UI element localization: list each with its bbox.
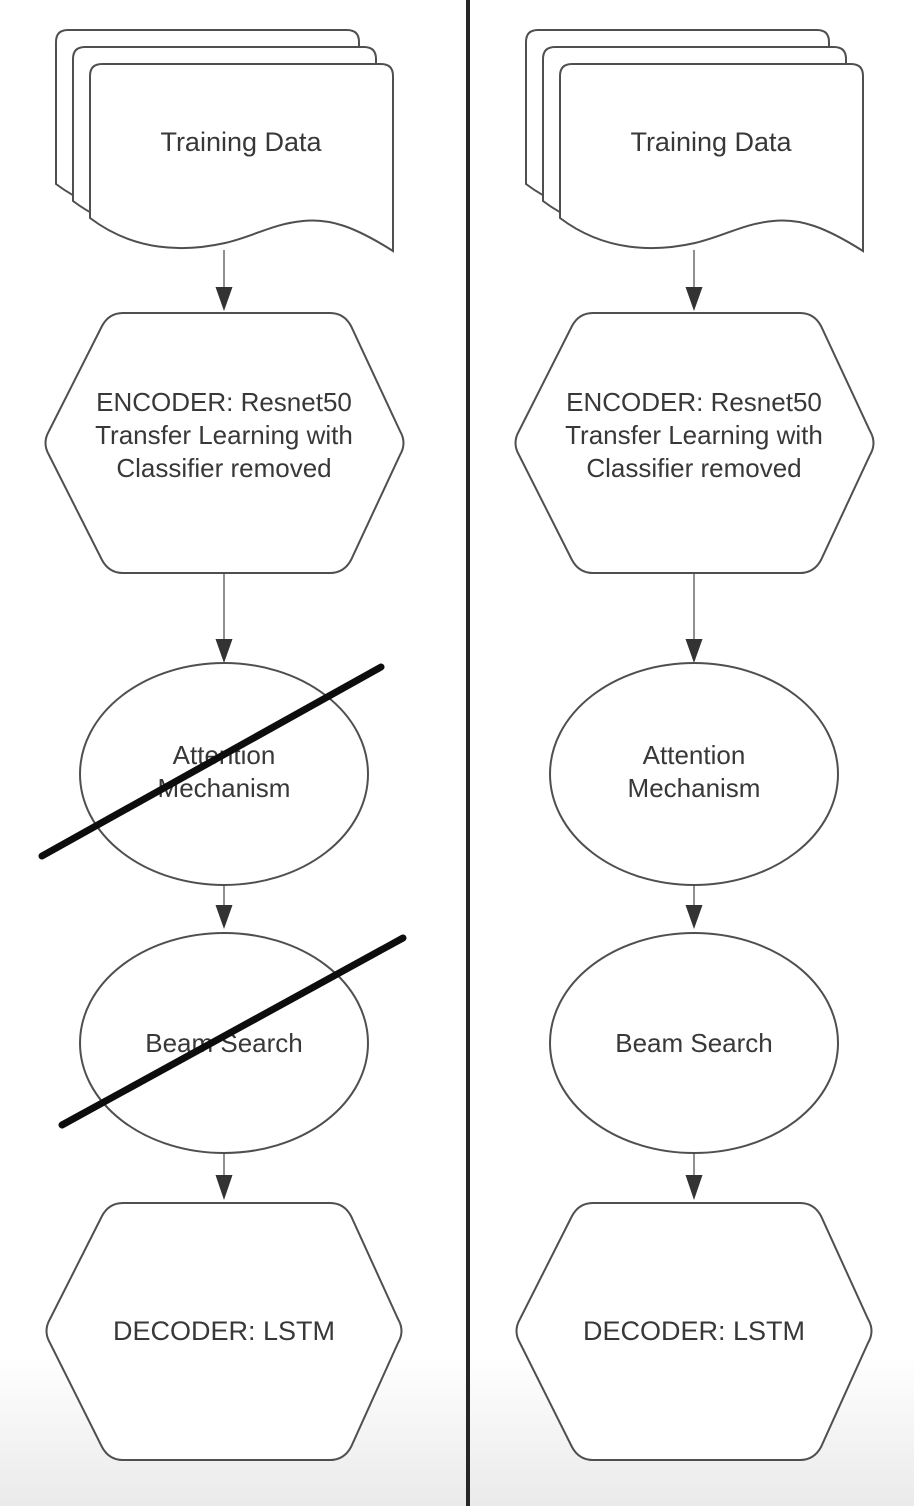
decoder-hexagon: DECODER: LSTM — [45, 1202, 403, 1461]
beam-search-ellipse: Beam Search — [79, 932, 369, 1154]
strikethrough-attention — [38, 663, 385, 860]
arrow-encoder-to-attention — [215, 574, 233, 663]
arrow-beam-to-decoder — [685, 1154, 703, 1200]
ellipse-shape — [79, 662, 369, 886]
training-data-label: Training Data — [630, 127, 792, 157]
document-front — [559, 63, 864, 253]
encoder-label-line3: Classifier removed — [586, 453, 801, 483]
training-data-label: Training Data — [160, 127, 322, 157]
ellipse-shape — [549, 932, 839, 1154]
hexagon-shape — [45, 1202, 403, 1461]
encoder-label-line1: ENCODER: Resnet50 — [96, 387, 352, 417]
decoder-label: DECODER: LSTM — [583, 1316, 805, 1346]
attention-label-line1: Attention — [643, 740, 746, 770]
encoder-label-line2: Transfer Learning with — [565, 420, 823, 450]
encoder-hexagon: ENCODER: Resnet50 Transfer Learning with… — [514, 312, 875, 574]
arrow-attention-to-beam — [685, 886, 703, 929]
attention-ellipse: Attention Mechanism — [79, 662, 369, 886]
decoder-hexagon: DECODER: LSTM — [515, 1202, 873, 1461]
attention-label-line2: Mechanism — [628, 773, 761, 803]
encoder-label-line3: Classifier removed — [116, 453, 331, 483]
encoder-label-line1: ENCODER: Resnet50 — [566, 387, 822, 417]
hexagon-shape — [44, 312, 405, 574]
training-data-multidocument: Training Data — [525, 29, 864, 253]
arrow-beam-to-decoder — [215, 1154, 233, 1200]
beam-search-ellipse: Beam Search — [549, 932, 839, 1154]
ellipse-shape — [549, 662, 839, 886]
arrow-training-to-encoder — [685, 250, 703, 311]
decoder-label: DECODER: LSTM — [113, 1316, 335, 1346]
strikethrough-beam-search — [58, 934, 407, 1129]
arrow-training-to-encoder — [215, 250, 233, 311]
encoder-hexagon: ENCODER: Resnet50 Transfer Learning with… — [44, 312, 405, 574]
attention-ellipse: Attention Mechanism — [549, 662, 839, 886]
ellipse-shape — [79, 932, 369, 1154]
panel-divider — [466, 0, 470, 1506]
document-front — [89, 63, 394, 253]
training-data-multidocument: Training Data — [55, 29, 394, 253]
beam-search-label: Beam Search — [615, 1028, 773, 1058]
encoder-label-line2: Transfer Learning with — [95, 420, 353, 450]
arrow-attention-to-beam — [215, 886, 233, 929]
hexagon-shape — [515, 1202, 873, 1461]
pipeline-column-left: Training Data ENCODER: Resnet50 Transfer… — [38, 29, 407, 1461]
arrow-encoder-to-attention — [685, 574, 703, 663]
pipeline-column-right: Training Data ENCODER: Resnet50 Transfer… — [514, 29, 875, 1461]
hexagon-shape — [514, 312, 875, 574]
